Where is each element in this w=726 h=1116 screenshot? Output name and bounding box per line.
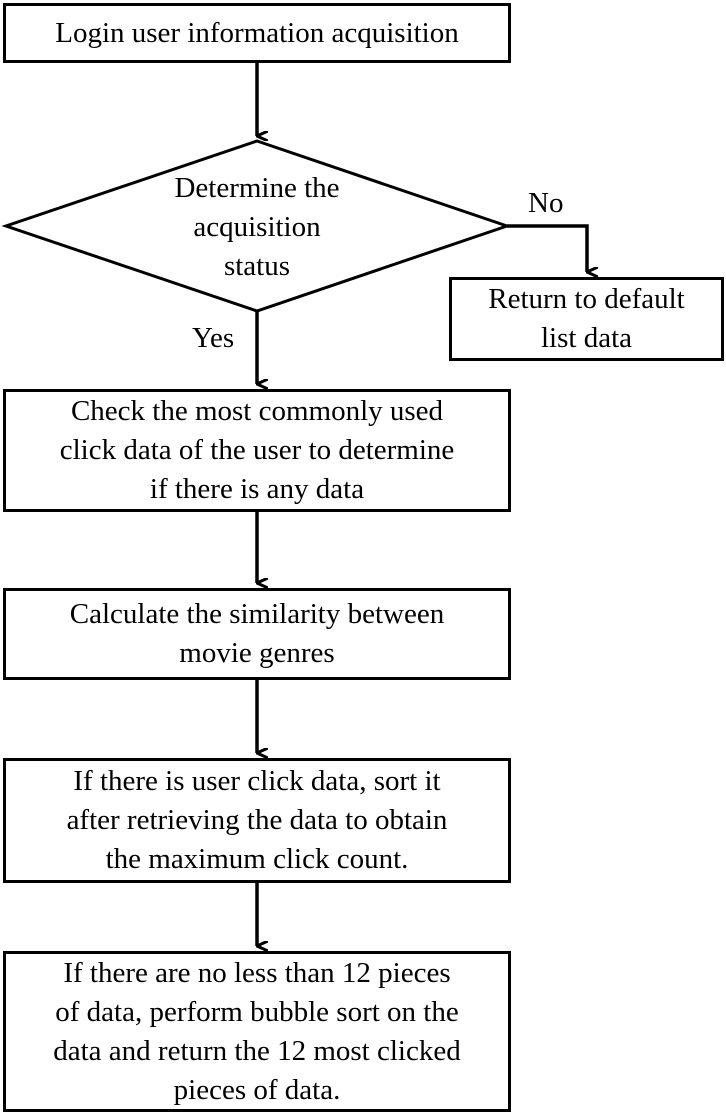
- bubble-sort-node: If there are no less than 12 pieces of d…: [3, 951, 511, 1112]
- similarity-text: Calculate the similarity between movie g…: [69, 598, 445, 669]
- check-click-data-node: Check the most commonly used click data …: [3, 389, 511, 512]
- decision-text: Determine the acquisition status: [174, 172, 340, 282]
- bubble-sort-text: If there are no less than 12 pieces of d…: [53, 956, 461, 1106]
- no-label: No: [528, 187, 564, 219]
- yes-label: Yes: [192, 322, 235, 354]
- arrow-no-to-default: [507, 224, 587, 272]
- default-list-text: Return to default list data: [488, 283, 685, 354]
- sort-click-data-node: If there is user click data, sort it aft…: [3, 758, 511, 883]
- sort-click-data-text: If there is user click data, sort it aft…: [66, 765, 448, 875]
- start-node: Login user information acquisition: [3, 3, 511, 63]
- default-list-node: Return to default list data: [449, 277, 724, 361]
- check-click-data-text: Check the most commonly used click data …: [59, 395, 455, 505]
- similarity-node: Calculate the similarity between movie g…: [3, 588, 511, 680]
- start-node-text: Login user information acquisition: [55, 16, 459, 49]
